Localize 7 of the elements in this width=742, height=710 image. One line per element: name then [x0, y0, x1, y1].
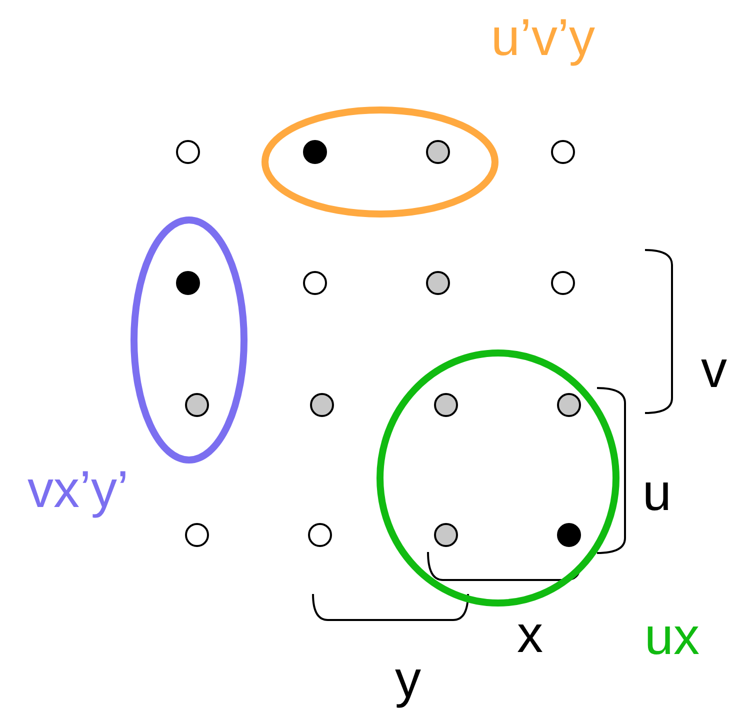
group-label: ux [644, 609, 700, 665]
group-label: vx’y’ [27, 462, 129, 518]
variable-label: x [517, 607, 543, 663]
variable-label: v [701, 342, 727, 398]
variable-label: y [395, 652, 421, 708]
variable-label: u [642, 465, 672, 521]
group-label: u’v’y [490, 10, 596, 66]
